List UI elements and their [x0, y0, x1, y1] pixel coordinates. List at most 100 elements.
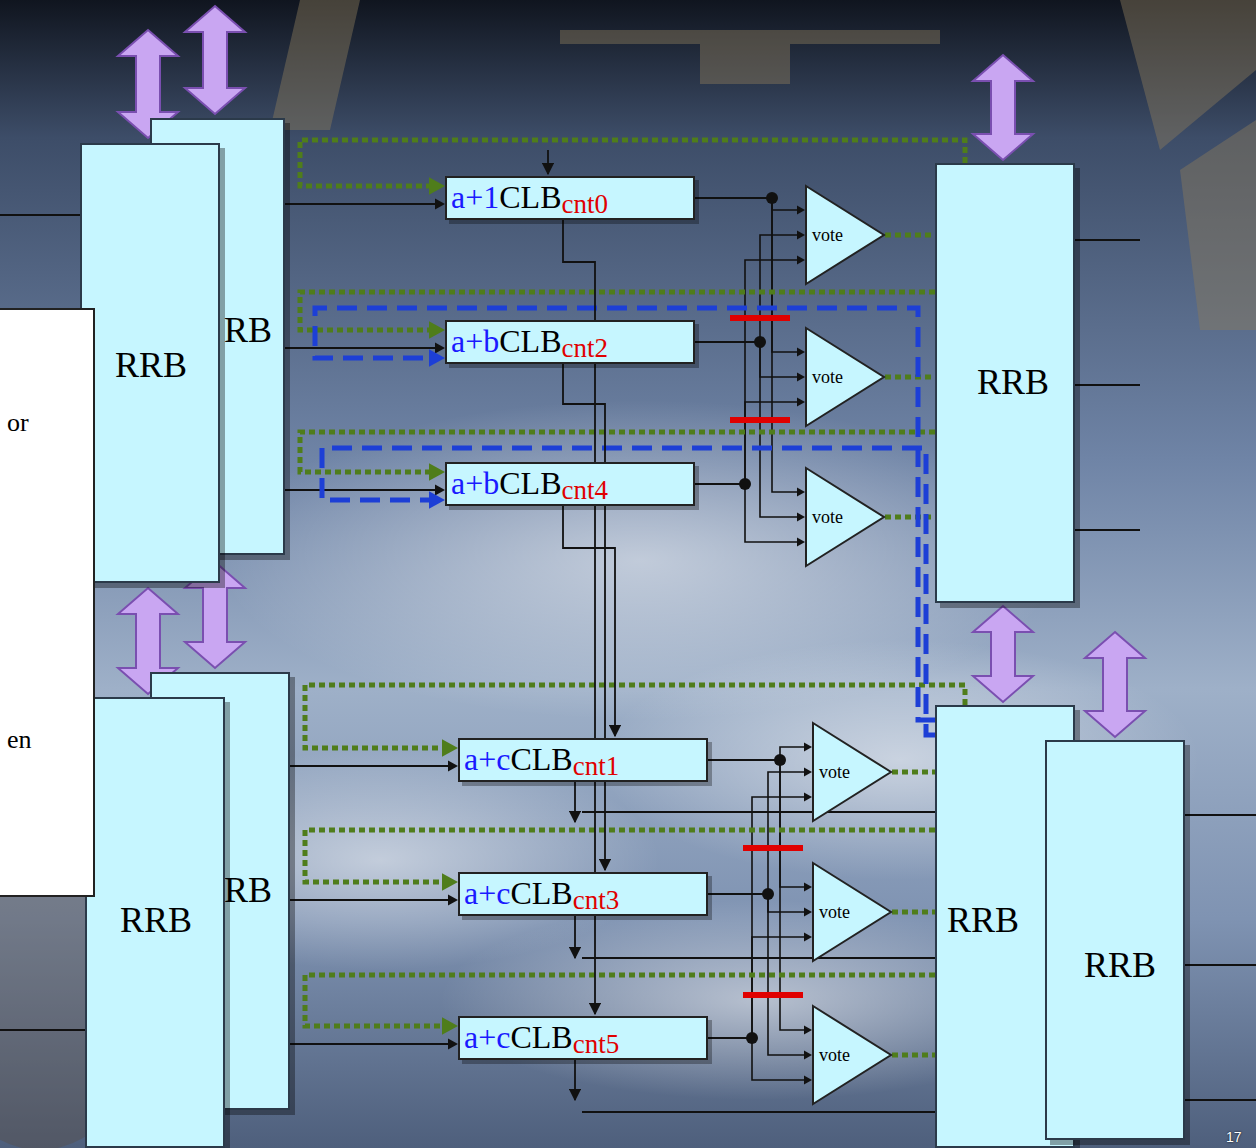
- rrb-block: RRB: [85, 697, 225, 1148]
- scrub-path-line: [315, 308, 935, 720]
- voter-label: vote: [805, 327, 843, 427]
- arrow-head: [804, 768, 812, 777]
- return-wire: [582, 1111, 935, 1113]
- signal-wire: [285, 343, 445, 354]
- expression-text: a+c: [464, 1021, 510, 1053]
- station-silhouette: [270, 0, 1256, 330]
- feed-wire: [574, 782, 576, 822]
- fault-bar: [743, 992, 803, 998]
- arrow-head: [435, 343, 445, 354]
- arrow-head: [429, 349, 445, 367]
- arrow-head: [429, 177, 445, 195]
- arrow-head: [804, 793, 812, 802]
- fault-bar: [730, 417, 790, 423]
- voter-triangle: vote: [812, 722, 892, 822]
- config-path: [885, 235, 935, 236]
- slide-number: 17: [1226, 1129, 1242, 1145]
- bus-wire-line: [695, 402, 801, 484]
- signal-wire: [285, 485, 445, 496]
- io-stub: [1185, 964, 1256, 966]
- triangle-shape: [806, 468, 884, 566]
- counter-name: cnt5: [573, 1031, 620, 1058]
- feed-wire: [563, 364, 605, 870]
- bidirectional-arrow: [973, 606, 1033, 702]
- arrow-head: [442, 739, 458, 757]
- voter-triangle: vote: [805, 327, 885, 427]
- triangle-shape: [813, 1006, 891, 1104]
- signal-wire: [285, 199, 445, 210]
- counter-name: cnt2: [561, 335, 608, 362]
- bus-wire: [708, 1038, 812, 1084]
- config-path-line: [892, 1053, 935, 1058]
- signal-wire-line: [285, 347, 440, 349]
- counter-name: cnt1: [573, 753, 620, 780]
- fault-bar: [730, 315, 790, 321]
- bus-wire: [695, 198, 805, 214]
- config-path: [892, 1055, 935, 1056]
- voter-label: vote: [812, 1005, 850, 1105]
- bus-wire-line: [708, 760, 808, 1030]
- signal-wire-line: [285, 203, 440, 205]
- config-path: [892, 912, 935, 913]
- bus-wire-line: [708, 937, 808, 1038]
- return-wire: [582, 957, 935, 959]
- solar-panel: [1180, 120, 1256, 330]
- clb-box: a+cCLBcnt1: [458, 738, 708, 782]
- bus-wire-line: [708, 894, 808, 912]
- config-path: [885, 377, 935, 378]
- junction-dot: [739, 478, 751, 490]
- feed-wire: [574, 916, 576, 958]
- signal-wire-line: [285, 489, 440, 491]
- bus-wire: [708, 894, 812, 916]
- rrb-block: RRB: [80, 143, 220, 583]
- signal-wire-line: [290, 1043, 453, 1045]
- arrow-head: [804, 933, 812, 942]
- junction-dot: [774, 754, 786, 766]
- arrow-head: [797, 373, 805, 382]
- clb-box: a+1CLBcnt0: [445, 176, 695, 220]
- arrow-head: [797, 538, 805, 547]
- solar-panel: [270, 0, 360, 130]
- bus-wire: [695, 484, 805, 546]
- arrow-head: [797, 513, 805, 522]
- config-path-line: [885, 375, 935, 380]
- return-wire: [582, 811, 935, 813]
- truss: [560, 30, 940, 44]
- feed-wire: [574, 1060, 576, 1100]
- arrow-head: [448, 895, 458, 906]
- bus-wire: [708, 760, 812, 891]
- bidirectional-arrow: [973, 55, 1033, 160]
- bus-wire-line: [708, 1038, 808, 1080]
- arrow-head: [797, 231, 805, 240]
- io-stub: [1075, 529, 1140, 531]
- feed-wire: [547, 150, 549, 174]
- bus-wire: [708, 743, 812, 760]
- io-stub: [1185, 814, 1256, 816]
- arrow-head: [797, 398, 805, 407]
- block-name: CLB: [499, 181, 561, 213]
- signal-wire-line: [290, 899, 453, 901]
- io-stub: [1075, 384, 1140, 386]
- scrub-path: [315, 308, 935, 720]
- config-path-line: [892, 910, 935, 915]
- voter-label: vote: [805, 467, 843, 567]
- signal-wire-line: [290, 765, 453, 767]
- triangle-shape: [813, 723, 891, 821]
- expression-text: a+c: [464, 877, 510, 909]
- label-slot: 17: [1226, 1128, 1242, 1146]
- config-path: [892, 772, 935, 773]
- bus-wire: [695, 198, 805, 356]
- block-label: RB: [224, 872, 272, 908]
- bus-wire-line: [708, 747, 808, 760]
- voter-label: vote: [805, 185, 843, 285]
- arrow-head: [804, 1051, 812, 1060]
- junction-dot: [766, 192, 778, 204]
- junction-dot: [746, 1032, 758, 1044]
- block-name: CLB: [510, 1021, 572, 1053]
- block-name: CLB: [499, 467, 561, 499]
- feed-wire: [563, 506, 615, 736]
- fault-bar: [743, 845, 803, 851]
- scrub-path-line: [322, 448, 935, 735]
- bus-wire-line: [708, 797, 808, 1038]
- bus-wire: [695, 198, 805, 496]
